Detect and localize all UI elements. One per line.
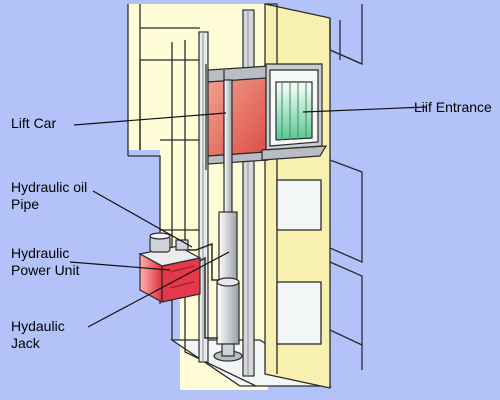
oil-pipe-label-line-1: Hydraulic oil [11,179,88,195]
power-unit-label-line-2: Power Unit [11,262,80,278]
lift-car-label: Lift Car [11,115,57,131]
power-unit-label-line-1: Hydraulic [11,245,70,261]
jack-label-line-1: Hydaulic [11,318,65,334]
oil-pipe-callout [92,190,193,248]
lift-entrance-label: Liif Entrance [414,99,492,115]
lift-entrance-callout [302,106,427,113]
power-unit-callout [69,261,171,271]
oil-pipe-label-line-2: Pipe [11,196,40,212]
jack-label-line-2: Jack [11,335,40,351]
lift-entrance [261,63,328,161]
lift-car-callout [73,112,227,126]
callout-lines [69,106,427,328]
hydraulic-power-unit [138,232,202,304]
jack-callout [87,251,230,328]
hydraulic-jack [213,79,243,362]
